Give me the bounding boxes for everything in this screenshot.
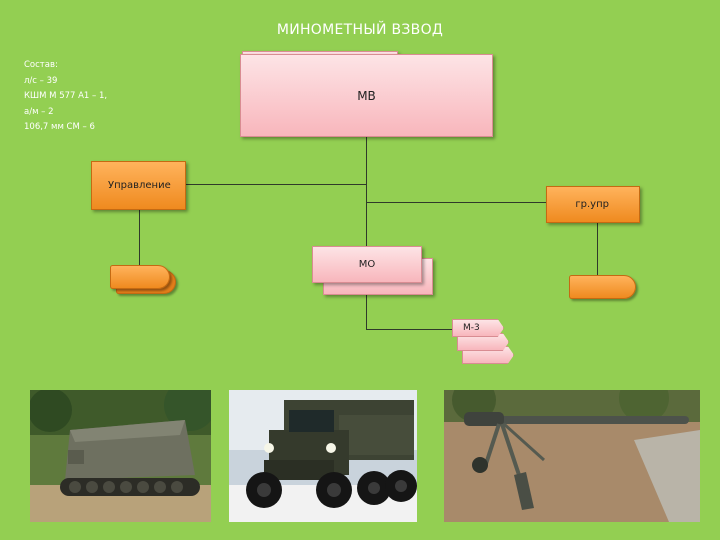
connector-line: [597, 223, 598, 275]
m3-chevron: М-3: [452, 319, 504, 337]
vehicle-pill: [110, 265, 170, 289]
connector-line: [366, 329, 456, 330]
vehicle-pill: [569, 275, 636, 299]
connector-line: [366, 202, 546, 203]
upravlenie-box: Управление: [91, 161, 186, 210]
composition-list: Состав: л/с – 39 КШМ М 577 А1 – 1, а/м –…: [24, 58, 107, 136]
composition-line: а/м – 2: [24, 105, 107, 121]
m3-label: М-3: [463, 323, 480, 333]
mv-box: МВ: [240, 54, 493, 137]
mv-label: МВ: [357, 89, 376, 103]
gr-upr-label: гр.упр: [575, 199, 609, 210]
upravlenie-label: Управление: [108, 180, 171, 191]
composition-line: л/с – 39: [24, 74, 107, 90]
connector-line: [186, 184, 367, 185]
connector-line: [139, 210, 140, 268]
diagram-title: МИНОМЕТНЫЙ ВЗВОД: [0, 22, 720, 38]
mo-box: МО: [312, 246, 422, 283]
gr-upr-box: гр.упр: [546, 186, 640, 223]
composition-line: КШМ М 577 А1 – 1,: [24, 89, 107, 105]
tracked-vehicle-photo: [30, 390, 211, 522]
composition-line: Состав:: [24, 58, 107, 74]
recoilless-rifle-photo: [444, 390, 700, 522]
mo-label: МО: [359, 259, 376, 270]
composition-line: 106,7 мм СМ – 6: [24, 120, 107, 136]
truck-photo: [229, 390, 417, 522]
connector-line: [366, 137, 367, 329]
